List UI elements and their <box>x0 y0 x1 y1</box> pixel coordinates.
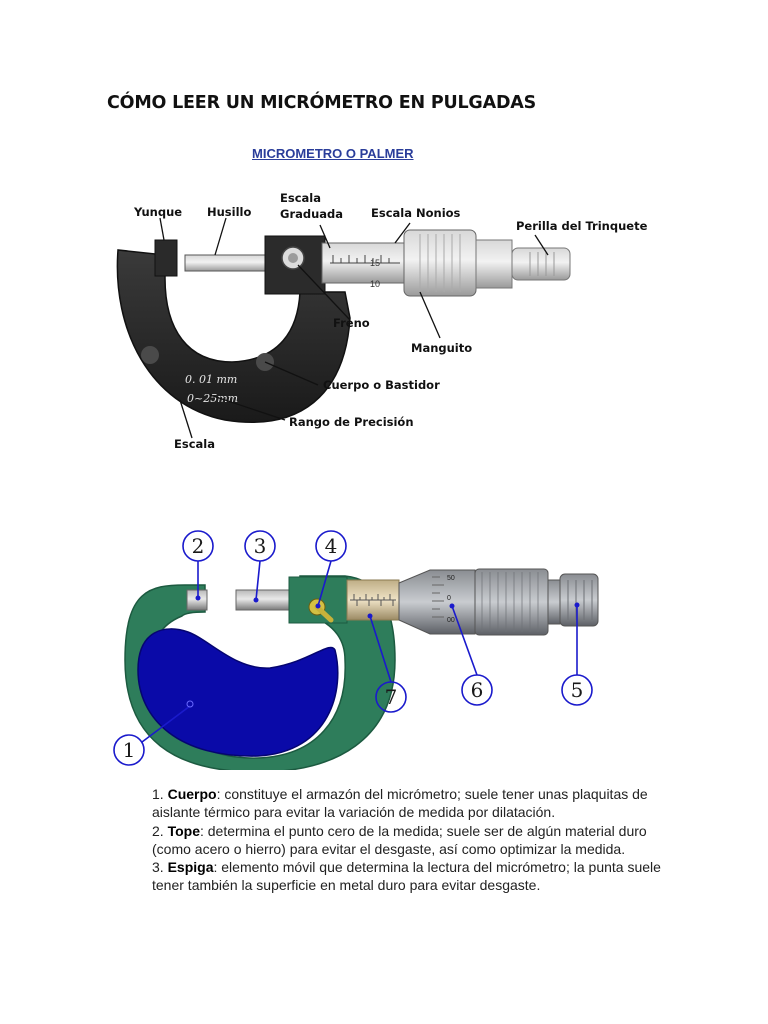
label-escala: Escala <box>174 437 215 451</box>
ratchet-cap <box>559 573 599 627</box>
figure-1-title: MICROMETRO O PALMER <box>252 146 414 161</box>
callout-number-1: 1 <box>123 738 136 762</box>
drum-mark-50: 50 <box>447 575 455 582</box>
label-cuerpo-bastidor: Cuerpo o Bastidor <box>323 378 440 392</box>
drum-mark-0: 0 <box>447 595 451 602</box>
callout-number-2: 2 <box>192 534 205 558</box>
green-frame <box>124 575 396 770</box>
label-husillo: Husillo <box>207 205 252 219</box>
label-rango-precision: Rango de Precisión <box>289 415 414 429</box>
rear-barrel <box>475 239 513 289</box>
parts-description: 1. Cuerpo: constituye el armazón del mic… <box>152 785 672 895</box>
description-term: Espiga <box>167 859 214 876</box>
label-escala-graduada-1: Escala <box>280 191 321 205</box>
label-freno: Freno <box>333 316 370 330</box>
description-item: 3. Espiga: elemento móvil que determina … <box>152 859 661 894</box>
description-item: 1. Cuerpo: constituye el armazón del mic… <box>152 786 648 821</box>
body-text-precision: 0. 01 mm <box>185 373 237 386</box>
anvil-block <box>154 239 178 277</box>
blue-plate <box>137 628 339 757</box>
label-manguito: Manguito <box>411 341 473 355</box>
frame-body <box>116 249 351 423</box>
micrometer-photo-figure: 15 10 0. 01 mm 0~25mm <box>116 217 571 439</box>
label-perilla-trinquete: Perilla del Trinquete <box>516 219 648 233</box>
ratchet-knob <box>511 247 571 281</box>
callout-circle-1 <box>113 734 145 766</box>
knurled-grip <box>474 568 549 636</box>
label-escala-nonios: Escala Nonios <box>371 206 461 220</box>
label-escala-graduada-2: Graduada <box>280 207 344 221</box>
drum-mark-00: 00 <box>447 617 455 624</box>
thimble-mark-15: 15 <box>370 258 380 268</box>
spindle <box>235 589 293 611</box>
description-term: Cuerpo <box>167 786 217 802</box>
micrometer-numbered-diagram: 50 0 00 2 3 4 7 <box>113 530 599 770</box>
callout-number-5: 5 <box>571 678 584 702</box>
thimble-drum <box>398 569 476 635</box>
callout-number-7: 7 <box>385 685 398 709</box>
description-term: Tope <box>167 822 200 839</box>
callout-number-3: 3 <box>254 534 267 558</box>
callout-number-4: 4 <box>325 534 338 558</box>
ratchet-neck <box>547 579 561 625</box>
label-yunque: Yunque <box>134 205 183 219</box>
page-title: CÓMO LEER UN MICRÓMETRO EN PULGADAS <box>107 93 537 113</box>
callout-number-6: 6 <box>471 678 484 702</box>
thimble <box>403 229 477 297</box>
body-text-range: 0~25mm <box>187 392 238 405</box>
thimble-mark-10: 10 <box>370 279 380 289</box>
description-item: 2. Tope: determina el punto cero de la m… <box>152 822 647 857</box>
